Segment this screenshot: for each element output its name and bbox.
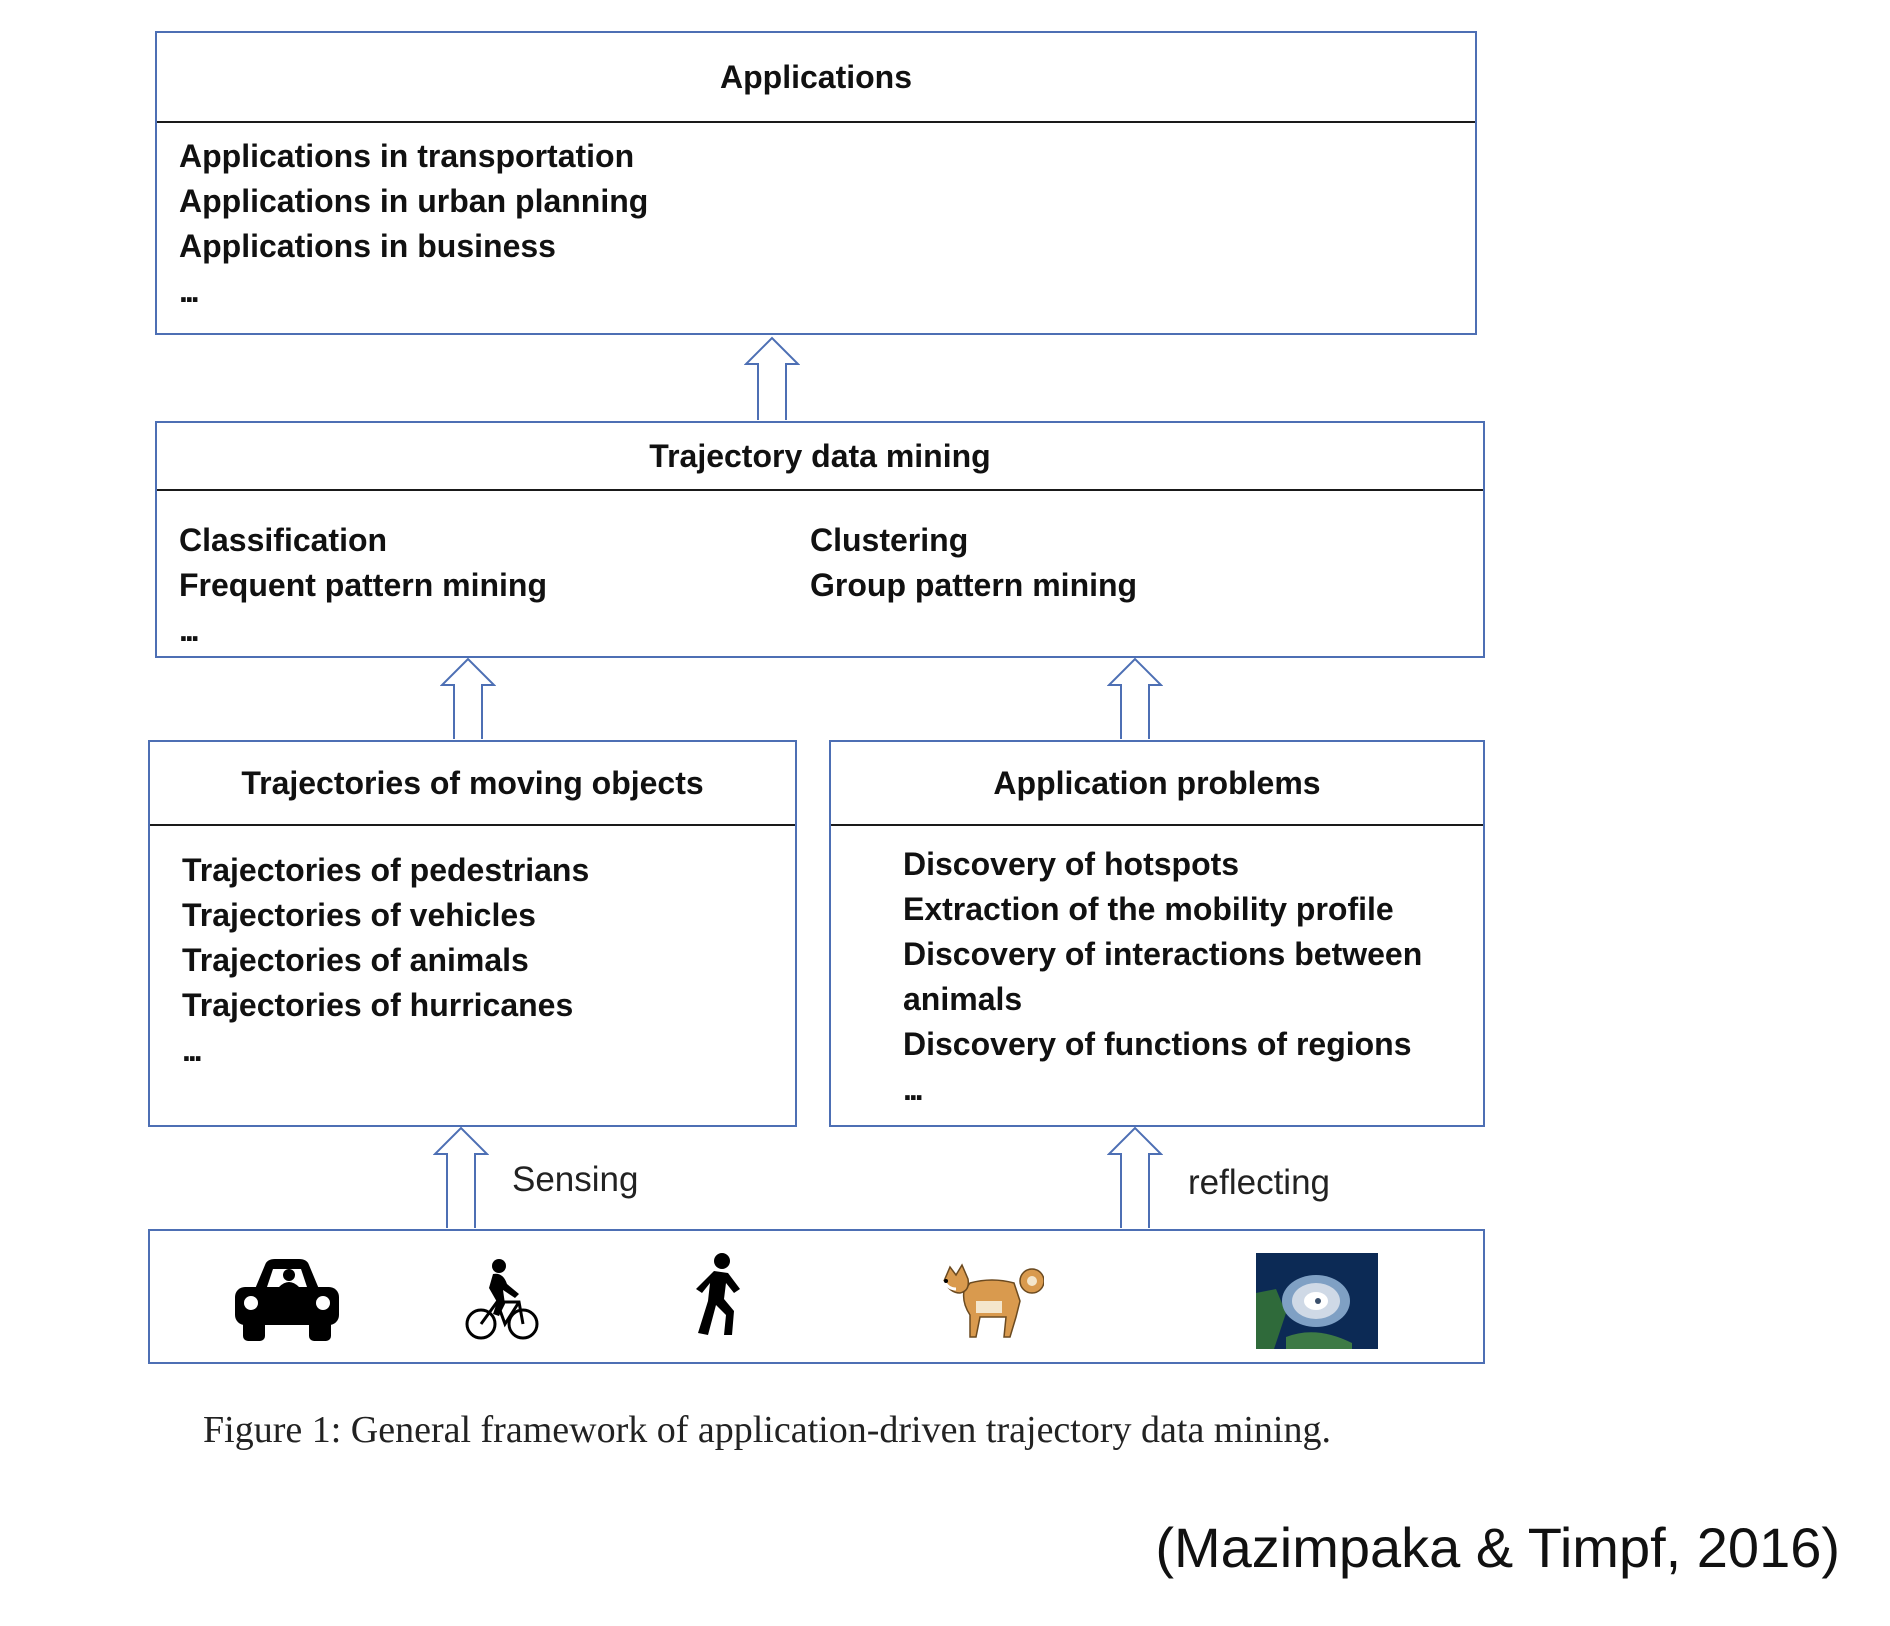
ellipsis: ...: [182, 1032, 203, 1068]
cyclist-icon: [465, 1259, 539, 1340]
list-item: Frequent pattern mining: [179, 567, 547, 603]
list-item: Extraction of the mobility profile: [903, 891, 1394, 927]
list-item: Discovery of hotspots: [903, 846, 1240, 882]
list-item: Applications in business: [179, 228, 556, 264]
list-item: Trajectories of pedestrians: [182, 852, 590, 888]
mining-right-list: Clustering Group pattern mining: [810, 518, 1137, 608]
ellipsis: ...: [179, 273, 200, 309]
arrow-sensing: [433, 1126, 489, 1228]
list-item: Discovery of interactions between: [903, 936, 1423, 972]
sensing-label: Sensing: [512, 1160, 639, 1199]
list-item: animals: [903, 981, 1023, 1017]
arrow-reflecting: [1107, 1126, 1163, 1228]
ellipsis: ...: [179, 612, 200, 648]
list-item: Applications in urban planning: [179, 183, 649, 219]
car-icon: [235, 1259, 339, 1341]
trajectories-title: Trajectories of moving objects: [150, 742, 795, 826]
problems-title: Application problems: [831, 742, 1483, 826]
list-item: Clustering: [810, 522, 969, 558]
list-item: Trajectories of vehicles: [182, 897, 536, 933]
list-item: Trajectories of hurricanes: [182, 987, 574, 1023]
hurricane-icon: [1256, 1253, 1378, 1349]
applications-box: Applications Applications in transportat…: [155, 31, 1477, 335]
list-item: Classification: [179, 522, 388, 558]
mining-left-list: Classification Frequent pattern mining .…: [179, 518, 547, 653]
arrow-trajectories-to-mining: [440, 657, 496, 739]
arrow-to-applications: [744, 336, 800, 420]
applications-title: Applications: [157, 33, 1475, 123]
citation: (Mazimpaka & Timpf, 2016): [1155, 1516, 1840, 1579]
trajectories-box: Trajectories of moving objects Trajector…: [148, 740, 797, 1127]
pedestrian-icon: [696, 1253, 740, 1335]
problems-list: Discovery of hotspots Extraction of the …: [903, 842, 1422, 1112]
dog-icon: [942, 1263, 1044, 1338]
applications-list: Applications in transportation Applicati…: [179, 134, 648, 314]
reflecting-label: reflecting: [1188, 1163, 1331, 1202]
application-problems-box: Application problems Discovery of hotspo…: [829, 740, 1485, 1127]
ellipsis: ...: [903, 1071, 924, 1107]
list-item: Applications in transportation: [179, 138, 635, 174]
trajectories-list: Trajectories of pedestrians Trajectories…: [182, 848, 589, 1073]
list-item: Discovery of functions of regions: [903, 1026, 1412, 1062]
arrow-problems-to-mining: [1107, 657, 1163, 739]
list-item: Group pattern mining: [810, 567, 1138, 603]
trajectory-data-mining-box: Trajectory data mining Classification Fr…: [155, 421, 1485, 658]
mining-title: Trajectory data mining: [157, 423, 1483, 491]
figure-caption: Figure 1: General framework of applicati…: [203, 1409, 1331, 1451]
list-item: Trajectories of animals: [182, 942, 529, 978]
